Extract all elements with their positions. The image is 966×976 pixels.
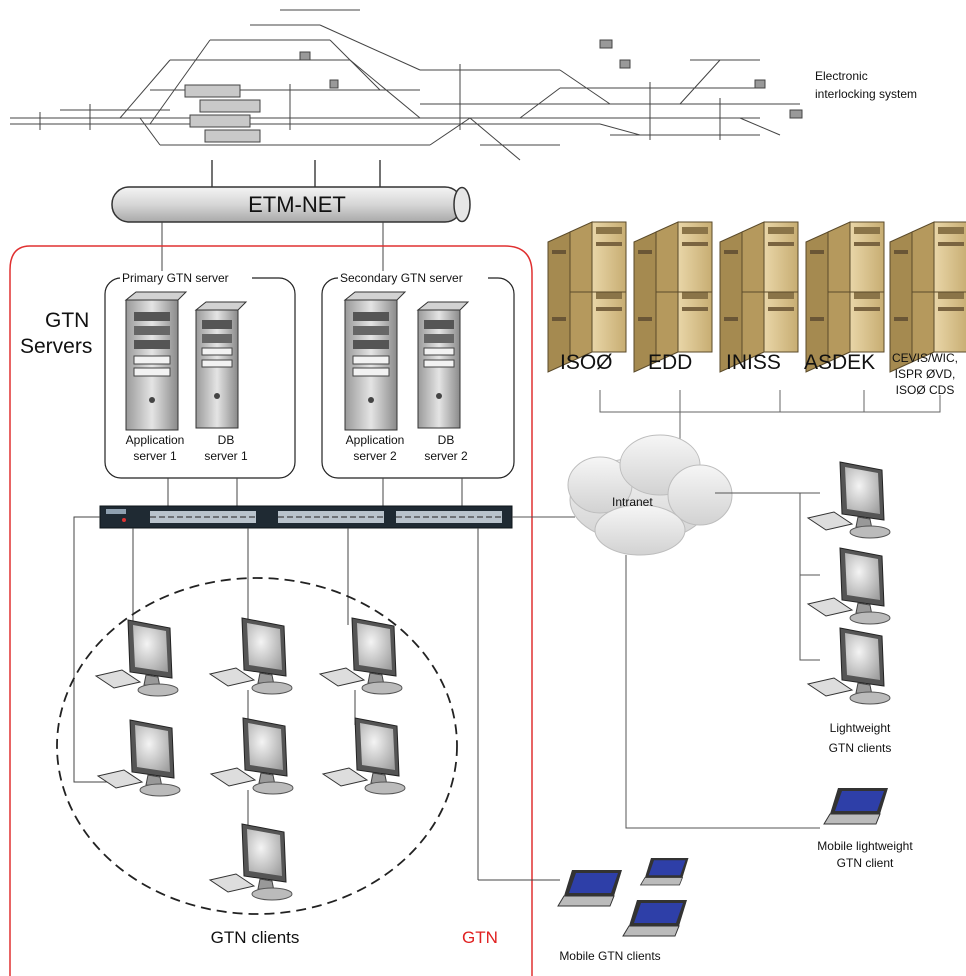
mobile-gtn-laptop [640,857,689,886]
gtn-client-workstation [319,617,403,695]
gtn-boundary [9,245,533,976]
db-server-1-tower [194,301,248,429]
app-server-2-label-line2: server 2 [353,449,397,463]
app-server-1-label-line2: server 1 [133,449,177,463]
application-server-2-tower [343,291,407,431]
gtn-client-workstation [210,717,294,795]
external-system-multi-line2: ISPR ØVD, [894,367,956,381]
mobile-lightweight-laptop [823,787,889,825]
gtn-client-workstation [95,619,179,697]
gtn-boundary-label: GTN [462,928,498,947]
external-system-multi-line1: CEVIS/WIC, [891,351,958,365]
secondary-server-title: Secondary GTN server [340,271,463,285]
db-server-2-label-line1: DB [437,433,455,447]
network-switch [99,505,513,529]
primary-server-title: Primary GTN server [122,271,229,285]
etm-server-links [161,222,384,280]
external-system-iniss: INISS [726,351,781,374]
app-server-2-label-line1: Application [345,433,405,447]
lightweight-clients-label-line1: Lightweight [829,721,891,735]
intranet-label: Intranet [612,495,653,509]
app-server-1-label-line1: Application [125,433,185,447]
interlocking-label-line1: Electronic [815,69,868,83]
mobile-gtn-laptop [557,869,623,907]
gtn-client-workstation [209,617,293,695]
gtn-servers-label-line2: Servers [20,335,93,358]
external-system-isoo: ISOØ [560,351,613,374]
mobile-lightweight-label-line1: Mobile lightweight [817,839,913,853]
etm-net-pipe [111,186,471,223]
interlocking-label-line2: interlocking system [815,87,918,101]
lightweight-client-workstation [807,461,891,539]
client-wiring [73,516,560,881]
interlocking-track-plan [10,9,803,161]
db-server-2-label-line2: server 2 [424,449,468,463]
db-server-1-label-line2: server 1 [204,449,248,463]
mobile-lightweight-label-line2: GTN client [836,856,894,870]
interlocking-links [211,160,381,187]
external-system-asdek: ASDEK [804,351,876,374]
gtn-client-workstation [209,823,293,901]
external-system-edd: EDD [648,351,693,374]
gtn-clients-group [56,577,458,915]
lightweight-client-workstation [807,547,891,625]
lightweight-client-workstation [807,627,891,705]
server-switch-links [167,478,463,506]
application-server-1-tower [124,291,188,431]
mobile-gtn-laptop [622,899,688,937]
db-server-1-label-line1: DB [217,433,235,447]
external-system-multi-line3: ISOØ CDS [895,383,955,397]
mobile-gtn-clients-label: Mobile GTN clients [559,949,661,963]
db-server-2-tower [416,301,470,429]
intranet-links [512,492,820,829]
lightweight-clients-label-line2: GTN clients [828,741,892,755]
external-bus [599,390,941,440]
intranet-cloud [567,434,733,556]
gtn-clients-label: GTN clients [210,928,300,947]
gtn-client-workstation [97,719,181,797]
gtn-servers-label-line1: GTN [45,309,90,332]
gtn-client-workstation [322,717,406,795]
etm-net-label: ETM-NET [248,192,346,217]
